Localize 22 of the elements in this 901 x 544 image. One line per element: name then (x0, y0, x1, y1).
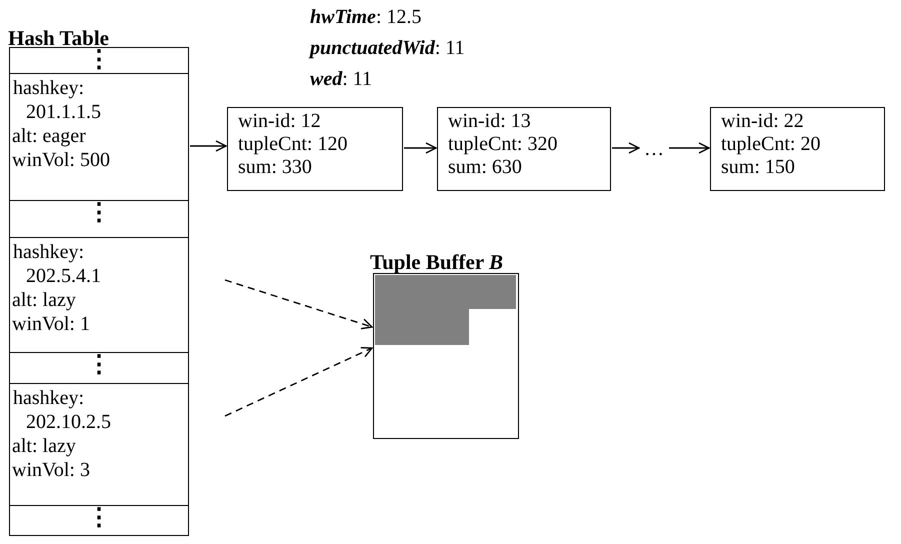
ellipsis-text: … (640, 134, 668, 164)
table-heading: Hash Table (8, 26, 109, 50)
arrow (404, 142, 437, 154)
window-box: win-id: 12 tupleCnt: 120 sum: 330 (227, 107, 403, 191)
dashed-arrow (224, 346, 373, 417)
ellipsis-row: ⋮ (9, 505, 189, 536)
window-box: win-id: 13 tupleCnt: 320 sum: 630 (437, 107, 611, 191)
hash-entry: hashkey: 202.10.2.5 alt: lazy winVol: 3 (9, 383, 189, 506)
annotation-text: wed: 11 (310, 68, 372, 91)
ellipsis-row: ⋮ (9, 47, 189, 74)
ellipsis-row: ⋮ (9, 200, 189, 238)
arrow (190, 140, 227, 152)
annotation-text: hwTime: 12.5 (310, 6, 422, 29)
arrow (669, 142, 710, 154)
window-box: win-id: 22 tupleCnt: 20 sum: 150 (710, 107, 885, 191)
dashed-arrow (224, 279, 373, 330)
hash-entry: hashkey: 201.1.1.5 alt: eager winVol: 500 (9, 73, 189, 201)
arrow (612, 142, 640, 154)
buffer-heading: Tuple Buffer B (370, 250, 504, 275)
annotation-text: punctuatedWid: 11 (310, 37, 465, 60)
ellipsis-row: ⋮ (9, 352, 189, 384)
hash-entry: hashkey: 202.5.4.1 alt: lazy winVol: 1 (9, 237, 189, 353)
